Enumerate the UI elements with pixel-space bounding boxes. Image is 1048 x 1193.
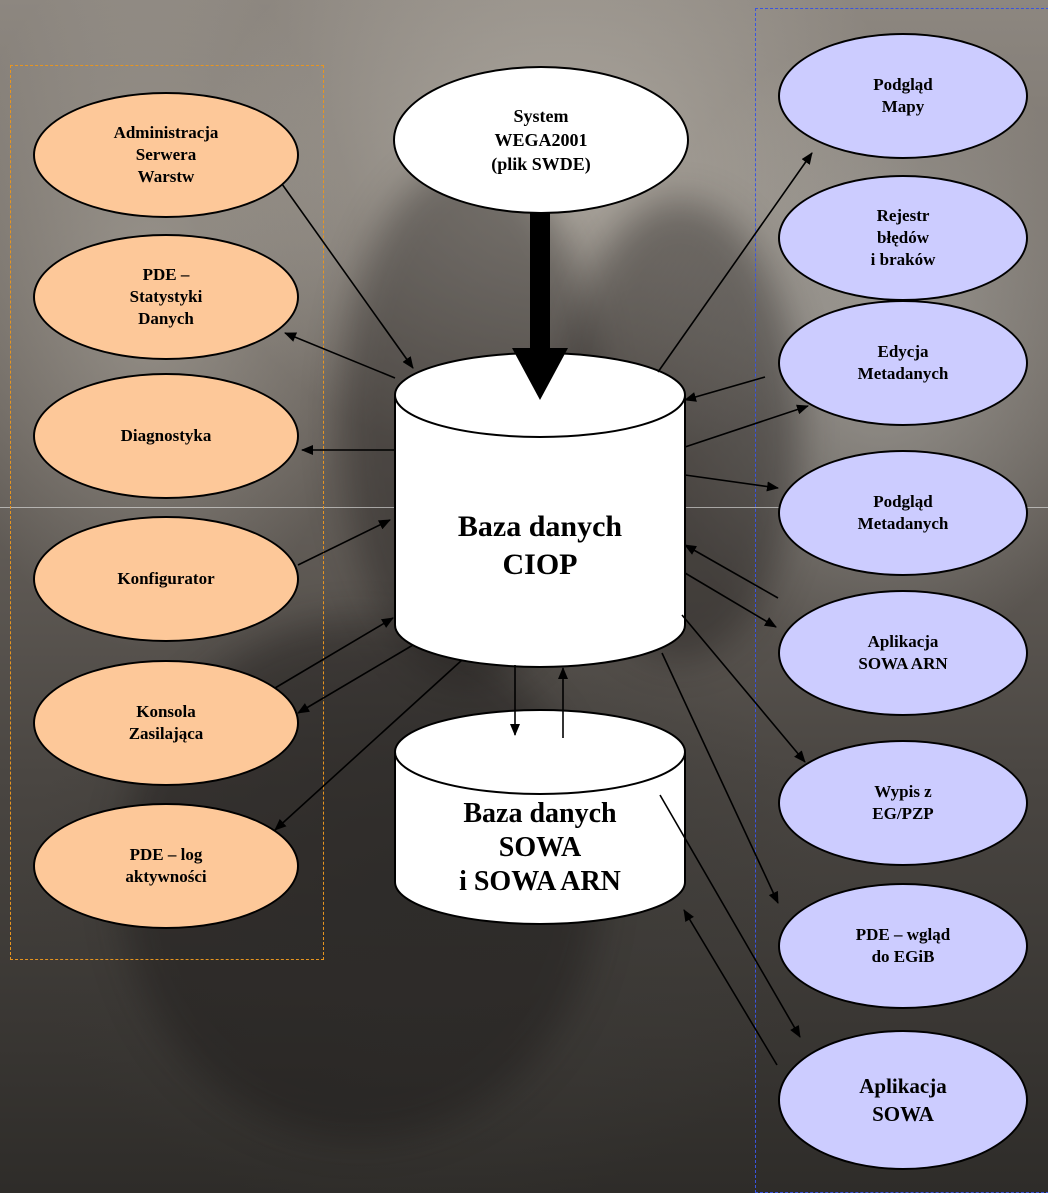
pde-statystyki-node: PDE – Statystyki Danych: [33, 234, 299, 360]
pde-log-node: PDE – log aktywności: [33, 803, 299, 929]
connector-ciop-wypis: [681, 614, 806, 763]
node-label: PDE – log aktywności: [125, 845, 207, 886]
wega-system-node: System WEGA2001 (plik SWDE): [393, 66, 689, 214]
edycja-metadanych-node: Edycja Metadanych: [778, 300, 1028, 426]
sowa-database-label: Baza danych SOWA i SOWA ARN: [459, 798, 621, 897]
node-label: Podgląd Metadanych: [857, 492, 949, 533]
connector-ciop-mapy: [657, 152, 813, 373]
aplikacja-sowa-node: Aplikacja SOWA: [778, 1030, 1028, 1170]
connector-sowa-arn-ciop: [684, 544, 779, 599]
wypis-eg-pzp-node: Wypis z EG/PZP: [778, 740, 1028, 866]
node-label: Aplikacja SOWA: [859, 1074, 947, 1126]
node-label: Wypis z EG/PZP: [872, 782, 934, 823]
connector-ciop-stat: [284, 332, 396, 379]
import-arrow: [512, 212, 568, 400]
connector-admin-ciop: [271, 169, 414, 369]
connector-konf-ciop: [297, 519, 391, 566]
admin-serwera-warstw-node: Administracja Serwera Warstw: [33, 92, 299, 218]
connector-edycja-ciop: [684, 376, 766, 402]
connector-ciop-log: [274, 659, 463, 831]
wega-system-label: System WEGA2001 (plik SWDE): [491, 106, 591, 174]
diagnostyka-node: Diagnostyka: [33, 373, 299, 499]
node-label: Administracja Serwera Warstw: [113, 123, 219, 186]
connector-ciop-edycja: [684, 404, 809, 448]
connector-sowa-app-sowa: [683, 909, 778, 1066]
node-label: PDE – Statystyki Danych: [129, 265, 203, 328]
sowa-database-cylinder: [394, 709, 686, 925]
aplikacja-sowa-arn-node: Aplikacja SOWA ARN: [778, 590, 1028, 716]
node-label: Konfigurator: [117, 569, 215, 588]
connector-konsola-ciop: [274, 617, 394, 689]
pde-wglad-egib-node: PDE – wgląd do EGiB: [778, 883, 1028, 1009]
node-label: Edycja Metadanych: [857, 342, 949, 383]
ciop-database-label: Baza danych CIOP: [457, 510, 623, 581]
connector-ciop-konsola: [297, 644, 414, 714]
rejestr-bledow-node: Rejestr błędów i braków: [778, 175, 1028, 301]
podglad-mapy-node: Podgląd Mapy: [778, 33, 1028, 159]
node-label: Konsola Zasilająca: [128, 702, 204, 743]
node-label: Rejestr błędów i braków: [870, 206, 936, 269]
connector-ciop-podglad-meta: [684, 474, 779, 492]
connector-sowa-sowa-app: [659, 794, 801, 1038]
connector-ciop-egib: [661, 652, 779, 904]
connector-ciop-sowa-arn: [684, 572, 777, 628]
podglad-metadanych-node: Podgląd Metadanych: [778, 450, 1028, 576]
node-label: PDE – wgląd do EGiB: [855, 925, 951, 966]
left-group-frame: [10, 65, 324, 960]
node-label: Aplikacja SOWA ARN: [858, 632, 948, 673]
konfigurator-node: Konfigurator: [33, 516, 299, 642]
konsola-zasilajaca-node: Konsola Zasilająca: [33, 660, 299, 786]
node-label: Podgląd Mapy: [873, 75, 933, 116]
node-label: Diagnostyka: [120, 426, 212, 445]
